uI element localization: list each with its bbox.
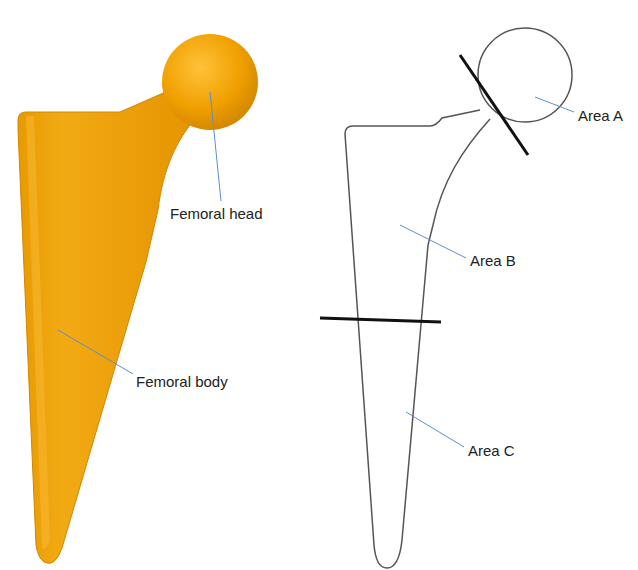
leader-line: [535, 97, 574, 112]
leader-line: [58, 330, 133, 374]
stem-shading: [26, 116, 50, 549]
part-label: Femoral body: [136, 373, 228, 391]
femoral-stem: [18, 90, 196, 563]
leader-line: [400, 225, 466, 258]
section-line: [320, 318, 441, 322]
femoral-head-ball: [162, 34, 258, 130]
stem-outline: [345, 110, 490, 568]
part-label: Femoral head: [170, 205, 263, 223]
section-line: [460, 55, 528, 155]
area-label: Area A: [578, 107, 623, 125]
leader-line: [210, 92, 221, 201]
head-outline: [478, 28, 572, 122]
area-label: Area C: [468, 442, 515, 460]
area-label: Area B: [470, 252, 516, 270]
leader-line: [406, 412, 464, 447]
